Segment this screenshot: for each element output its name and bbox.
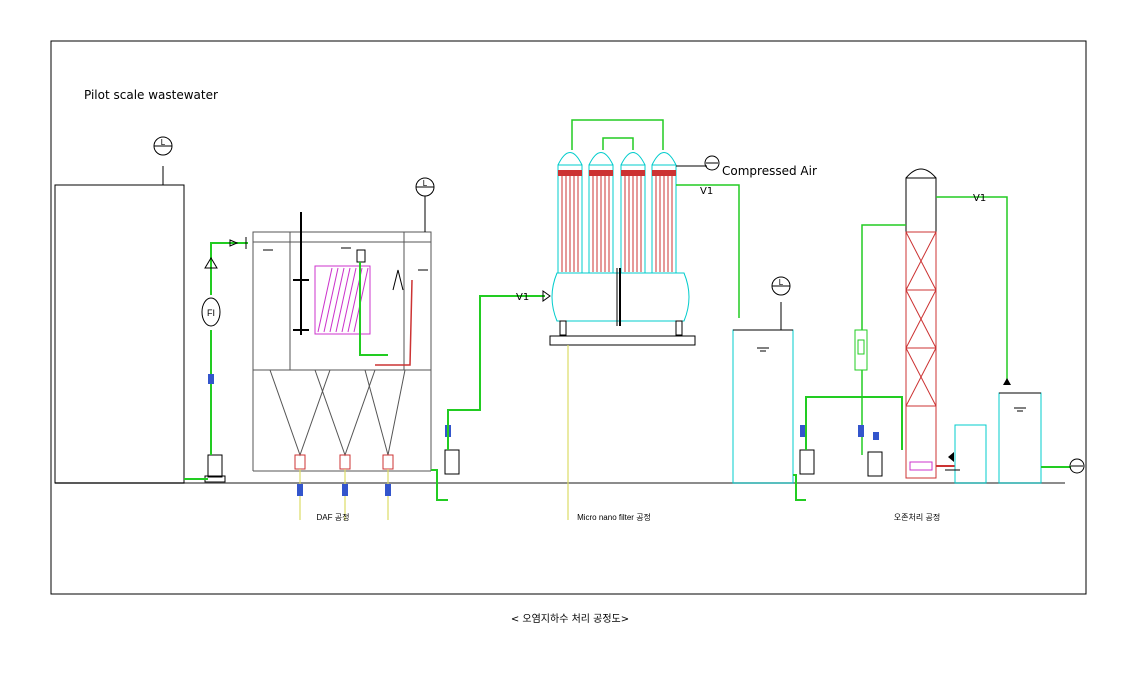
feed-pump [184,454,226,483]
valve-label-ozone: V1 [973,193,986,204]
intermediate-tank [732,302,794,484]
mnf-membrane-modules [557,152,677,274]
section-label-daf: DAF 공정 [317,512,350,522]
daf-outlet-pump [431,425,460,501]
ozone-flow-meter [854,329,868,371]
ozone-recycle-pump [858,425,883,477]
flow-indicator: FI [201,257,221,327]
valve-mnf-inlet [542,290,551,302]
level-indicator-2-label: L [423,179,428,188]
feed-line-upper [210,242,248,295]
compressed-air-label: Compressed Air [722,164,817,178]
ozone-recycle-line [861,224,906,330]
level-indicator-1-label: L [161,138,166,147]
figure-caption: < 오염지하수 처리 공정도> [510,614,630,625]
valve-label-mnf: V1 [516,292,529,303]
valve-feed [208,374,214,384]
valve-label-mnf-out: V1 [700,186,713,197]
section-label-mnf: Micro nano filter 공정 [577,512,651,522]
line-to-ozone [805,396,903,450]
section-label-ozone: 오존처리 공정 [894,512,940,522]
discharge-icon [1069,458,1085,474]
mnf-vessel [549,268,696,520]
line-mnf-to-storage [676,184,740,318]
level-indicator-1: L [153,136,173,156]
raw-wastewater-tank [54,166,185,484]
ozone-feed-pump [793,425,815,501]
ozone-column [905,168,955,479]
mnf-header-pipe [571,119,664,150]
ozone-outlet-line [936,196,1008,380]
diagram-border [50,40,1087,595]
level-indicator-2: L [415,177,435,232]
level-indicator-3-label: L [779,278,784,287]
line-daf-to-mnf [447,295,545,450]
compressed-air-inlet [676,155,720,171]
level-indicator-3: L [771,276,791,296]
valve-inlet-daf [229,237,247,249]
flow-indicator-label: FI [207,308,215,318]
daf-unit [252,212,432,472]
diagram-title: Pilot scale wastewater [84,88,218,102]
ozone-generator [945,424,987,484]
daf-sludge-drains [294,454,394,520]
treated-water-tank [998,378,1042,484]
